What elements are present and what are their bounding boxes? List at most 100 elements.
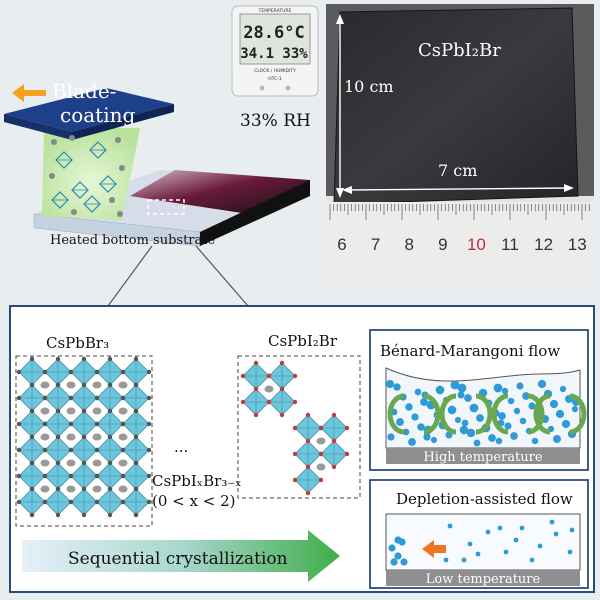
crystal-particle: [531, 437, 539, 445]
halide-ion: [42, 473, 48, 479]
cs-ion: [92, 459, 102, 467]
hygrometer: TEMPERATURE 28.6°C 34.1 33% CLOCK / HUMI…: [231, 5, 319, 97]
crystal-particle: [420, 398, 428, 406]
convection-arrow: [423, 393, 441, 435]
halide-ion: [29, 408, 35, 414]
ruler-ticks: [329, 204, 590, 220]
high-temp-bar: [386, 448, 580, 464]
solute-particle: [549, 519, 555, 525]
hygrometer-humidity: 34.1 33%: [240, 46, 308, 62]
halide-ion: [344, 451, 350, 457]
precursor-dot: [119, 165, 125, 171]
ruler-number: 10: [467, 235, 486, 254]
halide-ion: [16, 473, 22, 479]
depletion-title: Depletion-assisted flow: [396, 490, 573, 508]
solute-particle: [569, 527, 575, 533]
halide-ion: [279, 412, 285, 418]
humidity-label: 33% RH: [240, 111, 311, 131]
cspbbr3-box: [15, 355, 153, 527]
crystal-particle: [414, 388, 422, 396]
halide-ion: [133, 512, 139, 518]
cs-ion: [40, 459, 50, 467]
crystal-particle: [476, 414, 484, 422]
crystal-particle: [454, 416, 462, 424]
crystal-particle: [549, 399, 559, 409]
halide-ion: [146, 395, 152, 401]
left-arrow-icon: [422, 540, 446, 558]
blade-top: [4, 88, 174, 132]
low-temp-label: Low temperature: [426, 572, 541, 587]
nucleus: [99, 175, 117, 193]
cs-ion: [92, 485, 102, 493]
halide-ion: [29, 356, 35, 362]
crystal-particle: [461, 419, 469, 427]
halide-ion: [146, 473, 152, 479]
hygrometer-temp: 28.6°C: [243, 23, 304, 43]
halide-ion: [94, 499, 100, 505]
solute-particle: [497, 525, 503, 531]
solution-nuclei: [49, 135, 125, 217]
crystal-particle: [555, 409, 565, 419]
crystal-particle: [393, 383, 401, 391]
crystal-particle: [552, 434, 562, 444]
halide-ion: [120, 421, 126, 427]
substrate-side: [200, 180, 310, 246]
halide-ion: [55, 356, 61, 362]
halide-ion: [292, 451, 298, 457]
liquid-layer: [385, 367, 581, 449]
solute-particle: [467, 541, 473, 547]
cspbi2br-lattice: [240, 360, 350, 496]
cs-ion: [40, 381, 50, 389]
height-label: 10 cm: [344, 77, 394, 96]
precursor-dot: [49, 173, 55, 179]
halide-ion: [29, 512, 35, 518]
solute-particle: [503, 549, 509, 555]
halide-ion: [146, 447, 152, 453]
halide-ion: [133, 382, 139, 388]
halide-ion: [318, 451, 324, 457]
crystal-particle: [457, 391, 465, 399]
ruler-number: 8: [404, 235, 413, 254]
halide-ion: [81, 356, 87, 362]
convection-arrow: [387, 393, 405, 435]
halide-ion: [16, 447, 22, 453]
crystal-particle: [516, 382, 524, 390]
crystal-particle: [522, 392, 530, 400]
halide-ion: [305, 464, 311, 470]
ruler-number: 9: [438, 235, 447, 254]
crystal-particle: [400, 558, 408, 566]
halide-ion: [81, 382, 87, 388]
crystal-particle: [495, 437, 503, 445]
halide-ion: [253, 386, 259, 392]
solute-particle: [567, 549, 573, 555]
solute-particle: [553, 531, 559, 537]
precursor-dot: [115, 137, 121, 143]
halide-ion: [16, 395, 22, 401]
solute-particle: [447, 523, 453, 529]
zoom-line-left: [107, 245, 153, 307]
halide-ion: [107, 486, 113, 492]
cs-ion: [264, 385, 274, 393]
crystal-particle: [423, 433, 431, 441]
halide-ion: [292, 399, 298, 405]
solute-particle: [513, 537, 519, 543]
halide-ion: [266, 373, 272, 379]
zoom-region-marker: [147, 199, 185, 215]
blade-side: [72, 104, 174, 140]
cs-ion: [92, 381, 102, 389]
halide-ion: [253, 360, 259, 366]
cspbbr3-label: CsPbBr₃: [46, 334, 109, 352]
crystal-particle: [498, 412, 506, 420]
cs-ion: [66, 407, 76, 415]
crystal-particle: [447, 405, 457, 415]
cs-ion: [118, 381, 128, 389]
zoom-line-right: [195, 245, 249, 307]
halide-ion: [266, 399, 272, 405]
cs-ion: [66, 459, 76, 467]
convection-arrow: [533, 393, 551, 435]
crystal-particle: [488, 434, 496, 442]
marangoni-title: Bénard-Marangoni flow: [380, 342, 560, 360]
precursor-solution: [42, 128, 140, 220]
crystal-particle: [504, 422, 512, 430]
